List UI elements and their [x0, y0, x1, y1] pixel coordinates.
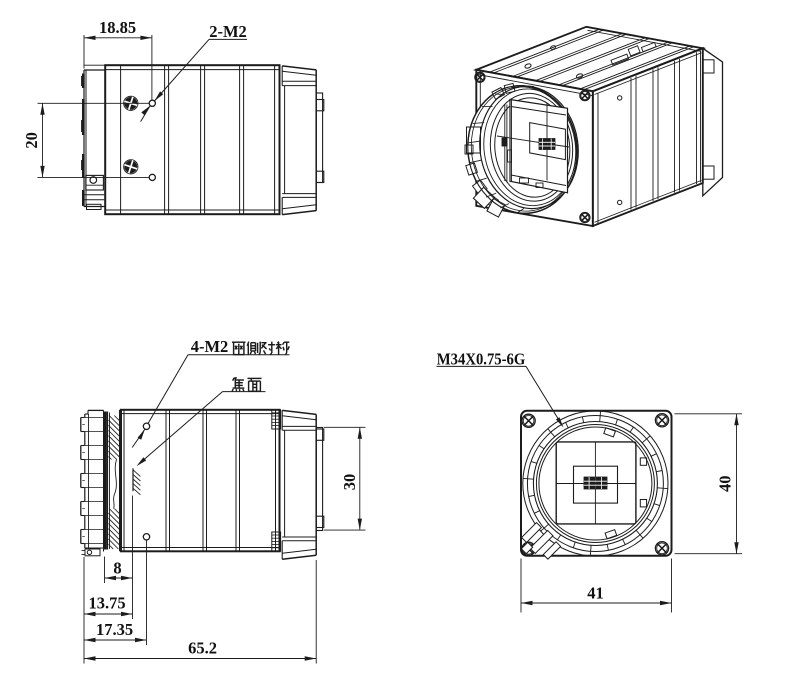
svg-text:17.35: 17.35 [96, 620, 133, 639]
svg-text:18.85: 18.85 [99, 18, 136, 37]
svg-text:13.75: 13.75 [88, 594, 125, 613]
svg-text:2-M2: 2-M2 [209, 22, 247, 41]
svg-text:4-M2: 4-M2 [191, 337, 229, 356]
svg-text:8: 8 [113, 559, 121, 578]
svg-text:40: 40 [716, 476, 735, 493]
svg-text:20: 20 [22, 132, 41, 149]
svg-text:41: 41 [587, 584, 604, 603]
svg-text:M34X0.75-6G: M34X0.75-6G [437, 349, 526, 368]
svg-text:30: 30 [340, 474, 359, 491]
svg-text:65.2: 65.2 [188, 639, 217, 658]
